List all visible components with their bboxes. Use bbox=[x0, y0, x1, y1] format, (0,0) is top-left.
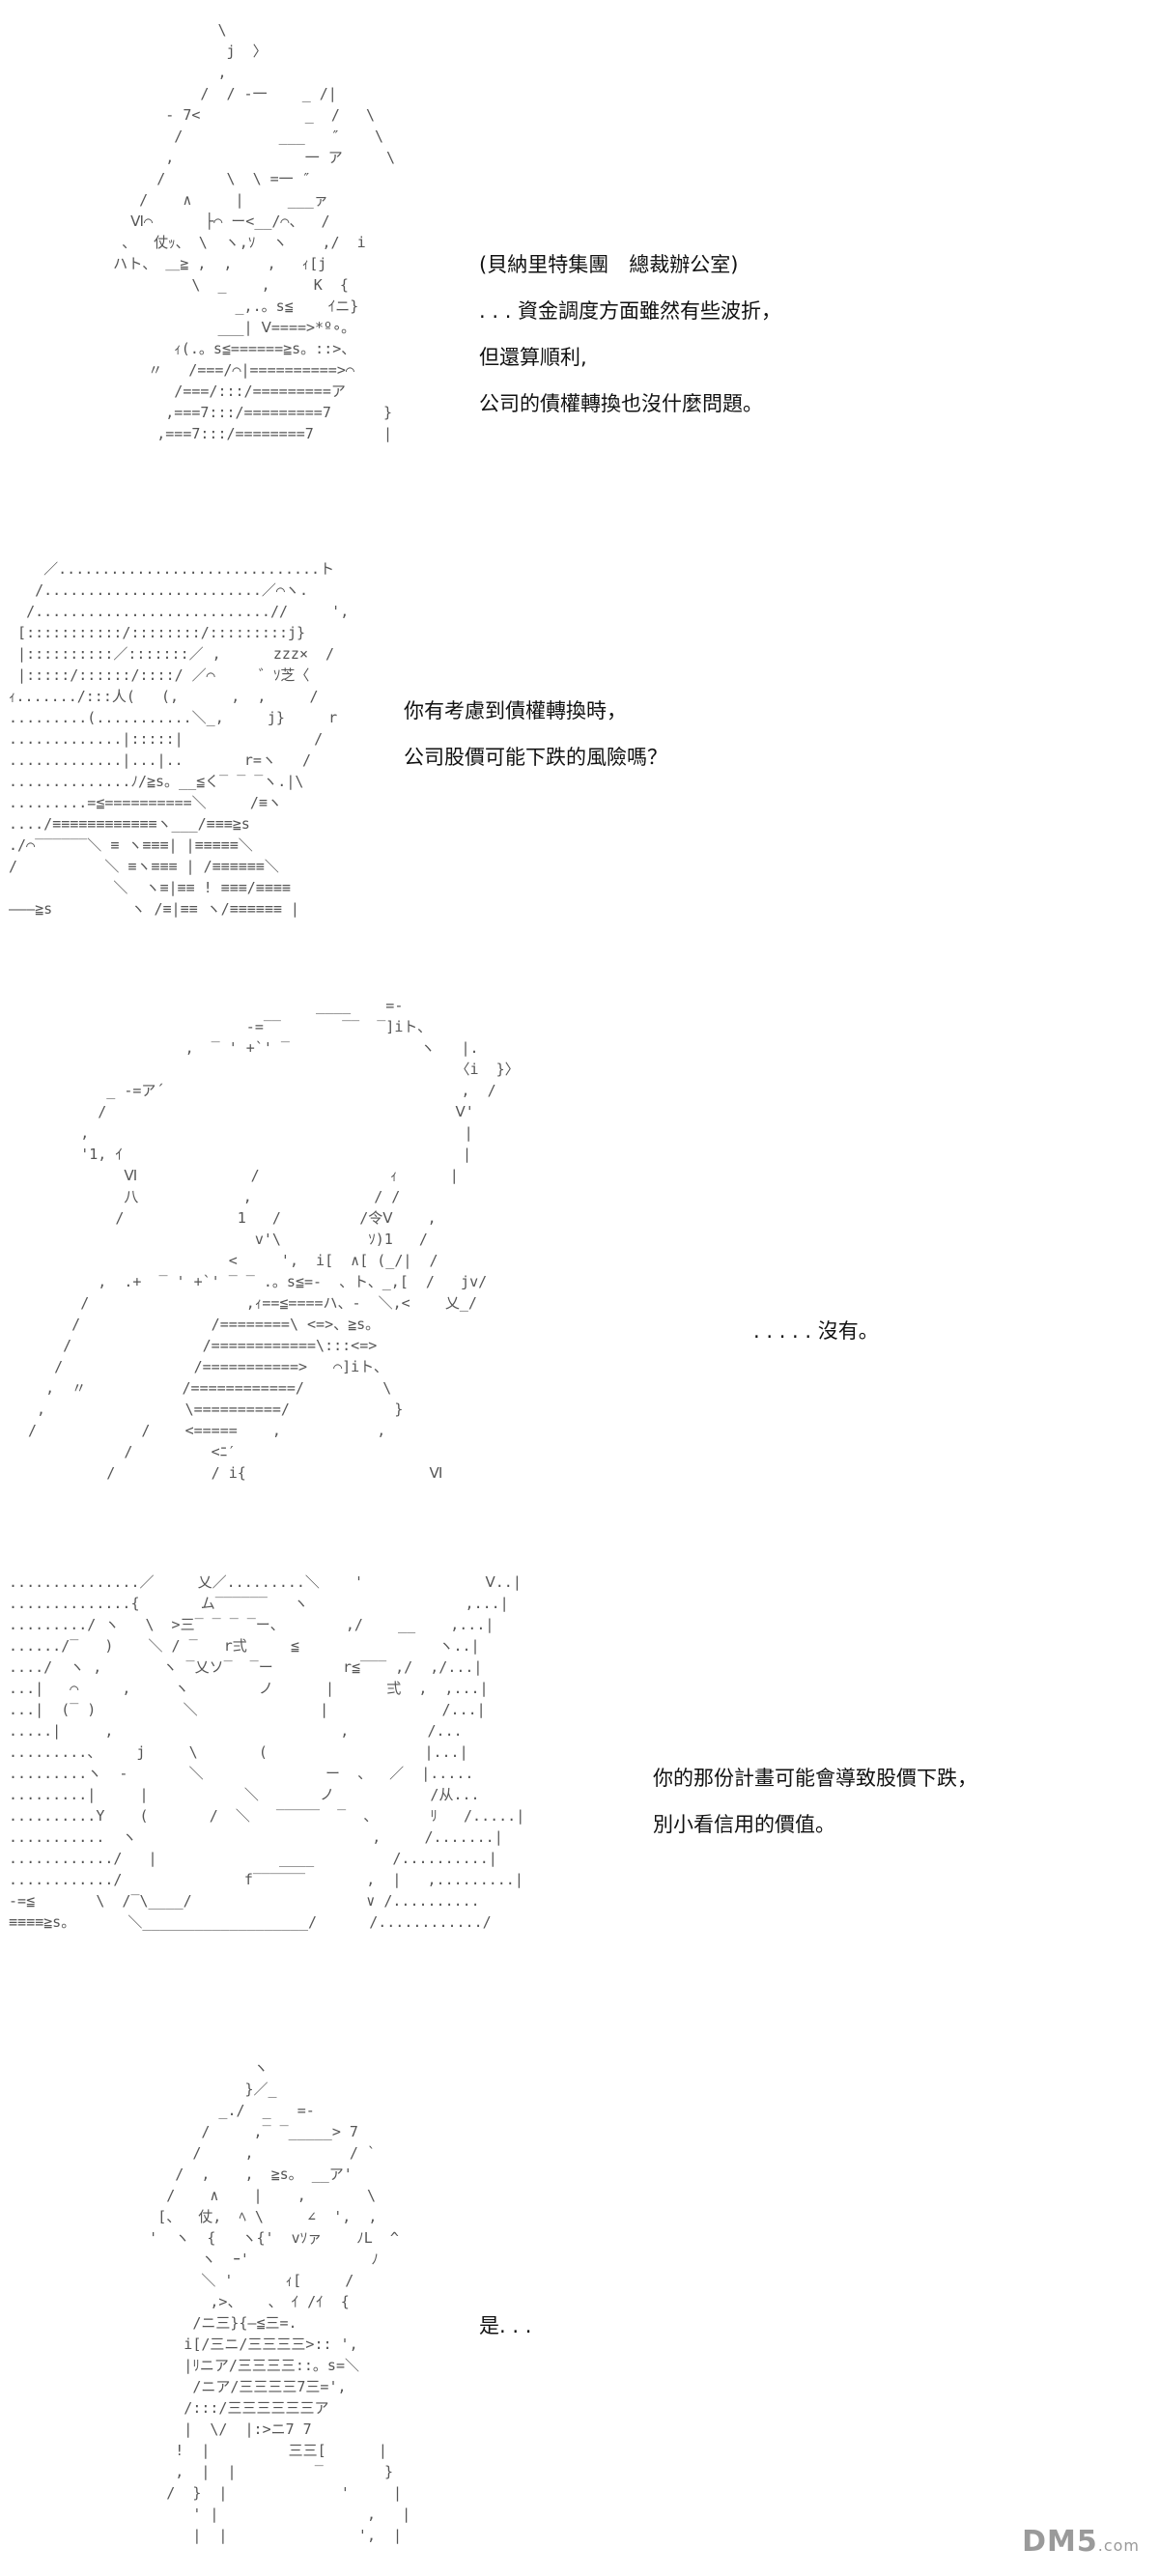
dialogue-line: 公司股價可能下跌的風險嗎？ bbox=[404, 746, 667, 769]
dialogue-line: . . . 資金調度方面雖然有些波折， bbox=[479, 299, 782, 323]
dialogue-box: (貝納里特集團 總裁辦公室) . . . 資金調度方面雖然有些波折， 但還算順利… bbox=[479, 241, 781, 427]
panel-1: \ j 〉 , / / -一 _ /| - 7< _ / \ / ___ ″ \… bbox=[0, 0, 1159, 541]
panel-5: ヽ }／_ _./ _ =- / ,‾ ‾_____> 7 / , / ` / … bbox=[0, 2048, 1159, 2576]
ascii-art-figure: ヽ }／_ _./ _ =- / ,‾ ‾_____> 7 / , / ` / … bbox=[149, 2059, 411, 2544]
panel-4: ...............／ 乂／.........＼ ' Ⅴ..| ...… bbox=[0, 1560, 1159, 2043]
ascii-art-figure: ／..............................ト /......… bbox=[9, 560, 350, 918]
dialogue-line: 別小看信用的價值。 bbox=[653, 1813, 835, 1836]
dialogue-line: (貝納里特集團 總裁辦公室) bbox=[479, 253, 739, 276]
watermark-logo: DM5.com bbox=[1022, 2525, 1140, 2559]
dialogue-box: 你的那份計畫可能會導致股價下跌， 別小看信用的價值。 bbox=[653, 1755, 977, 1848]
dialogue-line: 公司的債權轉換也沒什麼問題。 bbox=[479, 392, 763, 415]
ascii-art-figure: \ j 〉 , / / -一 _ /| - 7< _ / \ / ___ ″ \… bbox=[113, 21, 395, 442]
dialogue-line: 你的那份計畫可能會導致股價下跌， bbox=[653, 1767, 977, 1790]
panel-3: ____ =- -=‾‾ ‾‾ ‾]iト、 , ‾ ' +`' ‾ ヽ |. 〈… bbox=[0, 976, 1159, 1545]
ascii-art-figure: ...............／ 乂／.........＼ ' Ⅴ..| ...… bbox=[9, 1573, 525, 1931]
dialogue-line: 是. . . bbox=[479, 2314, 532, 2337]
panel-2: ／..............................ト /......… bbox=[0, 541, 1159, 976]
dialogue-line: . . . . . 沒有。 bbox=[753, 1319, 879, 1343]
dialogue-line: 你有考慮到債權轉換時， bbox=[404, 699, 627, 722]
dialogue-box: . . . . . 沒有。 bbox=[753, 1308, 879, 1354]
watermark-brand: DM5 bbox=[1022, 2525, 1098, 2559]
dialogue-box: 是. . . bbox=[479, 2303, 531, 2349]
ascii-art-figure: ____ =- -=‾‾ ‾‾ ‾]iト、 , ‾ ' +`' ‾ ヽ |. 〈… bbox=[28, 997, 520, 1482]
dialogue-box: 你有考慮到債權轉換時， 公司股價可能下跌的風險嗎？ bbox=[404, 688, 667, 780]
dialogue-line: 但還算順利, bbox=[479, 346, 587, 369]
watermark-suffix: .com bbox=[1097, 2536, 1140, 2555]
